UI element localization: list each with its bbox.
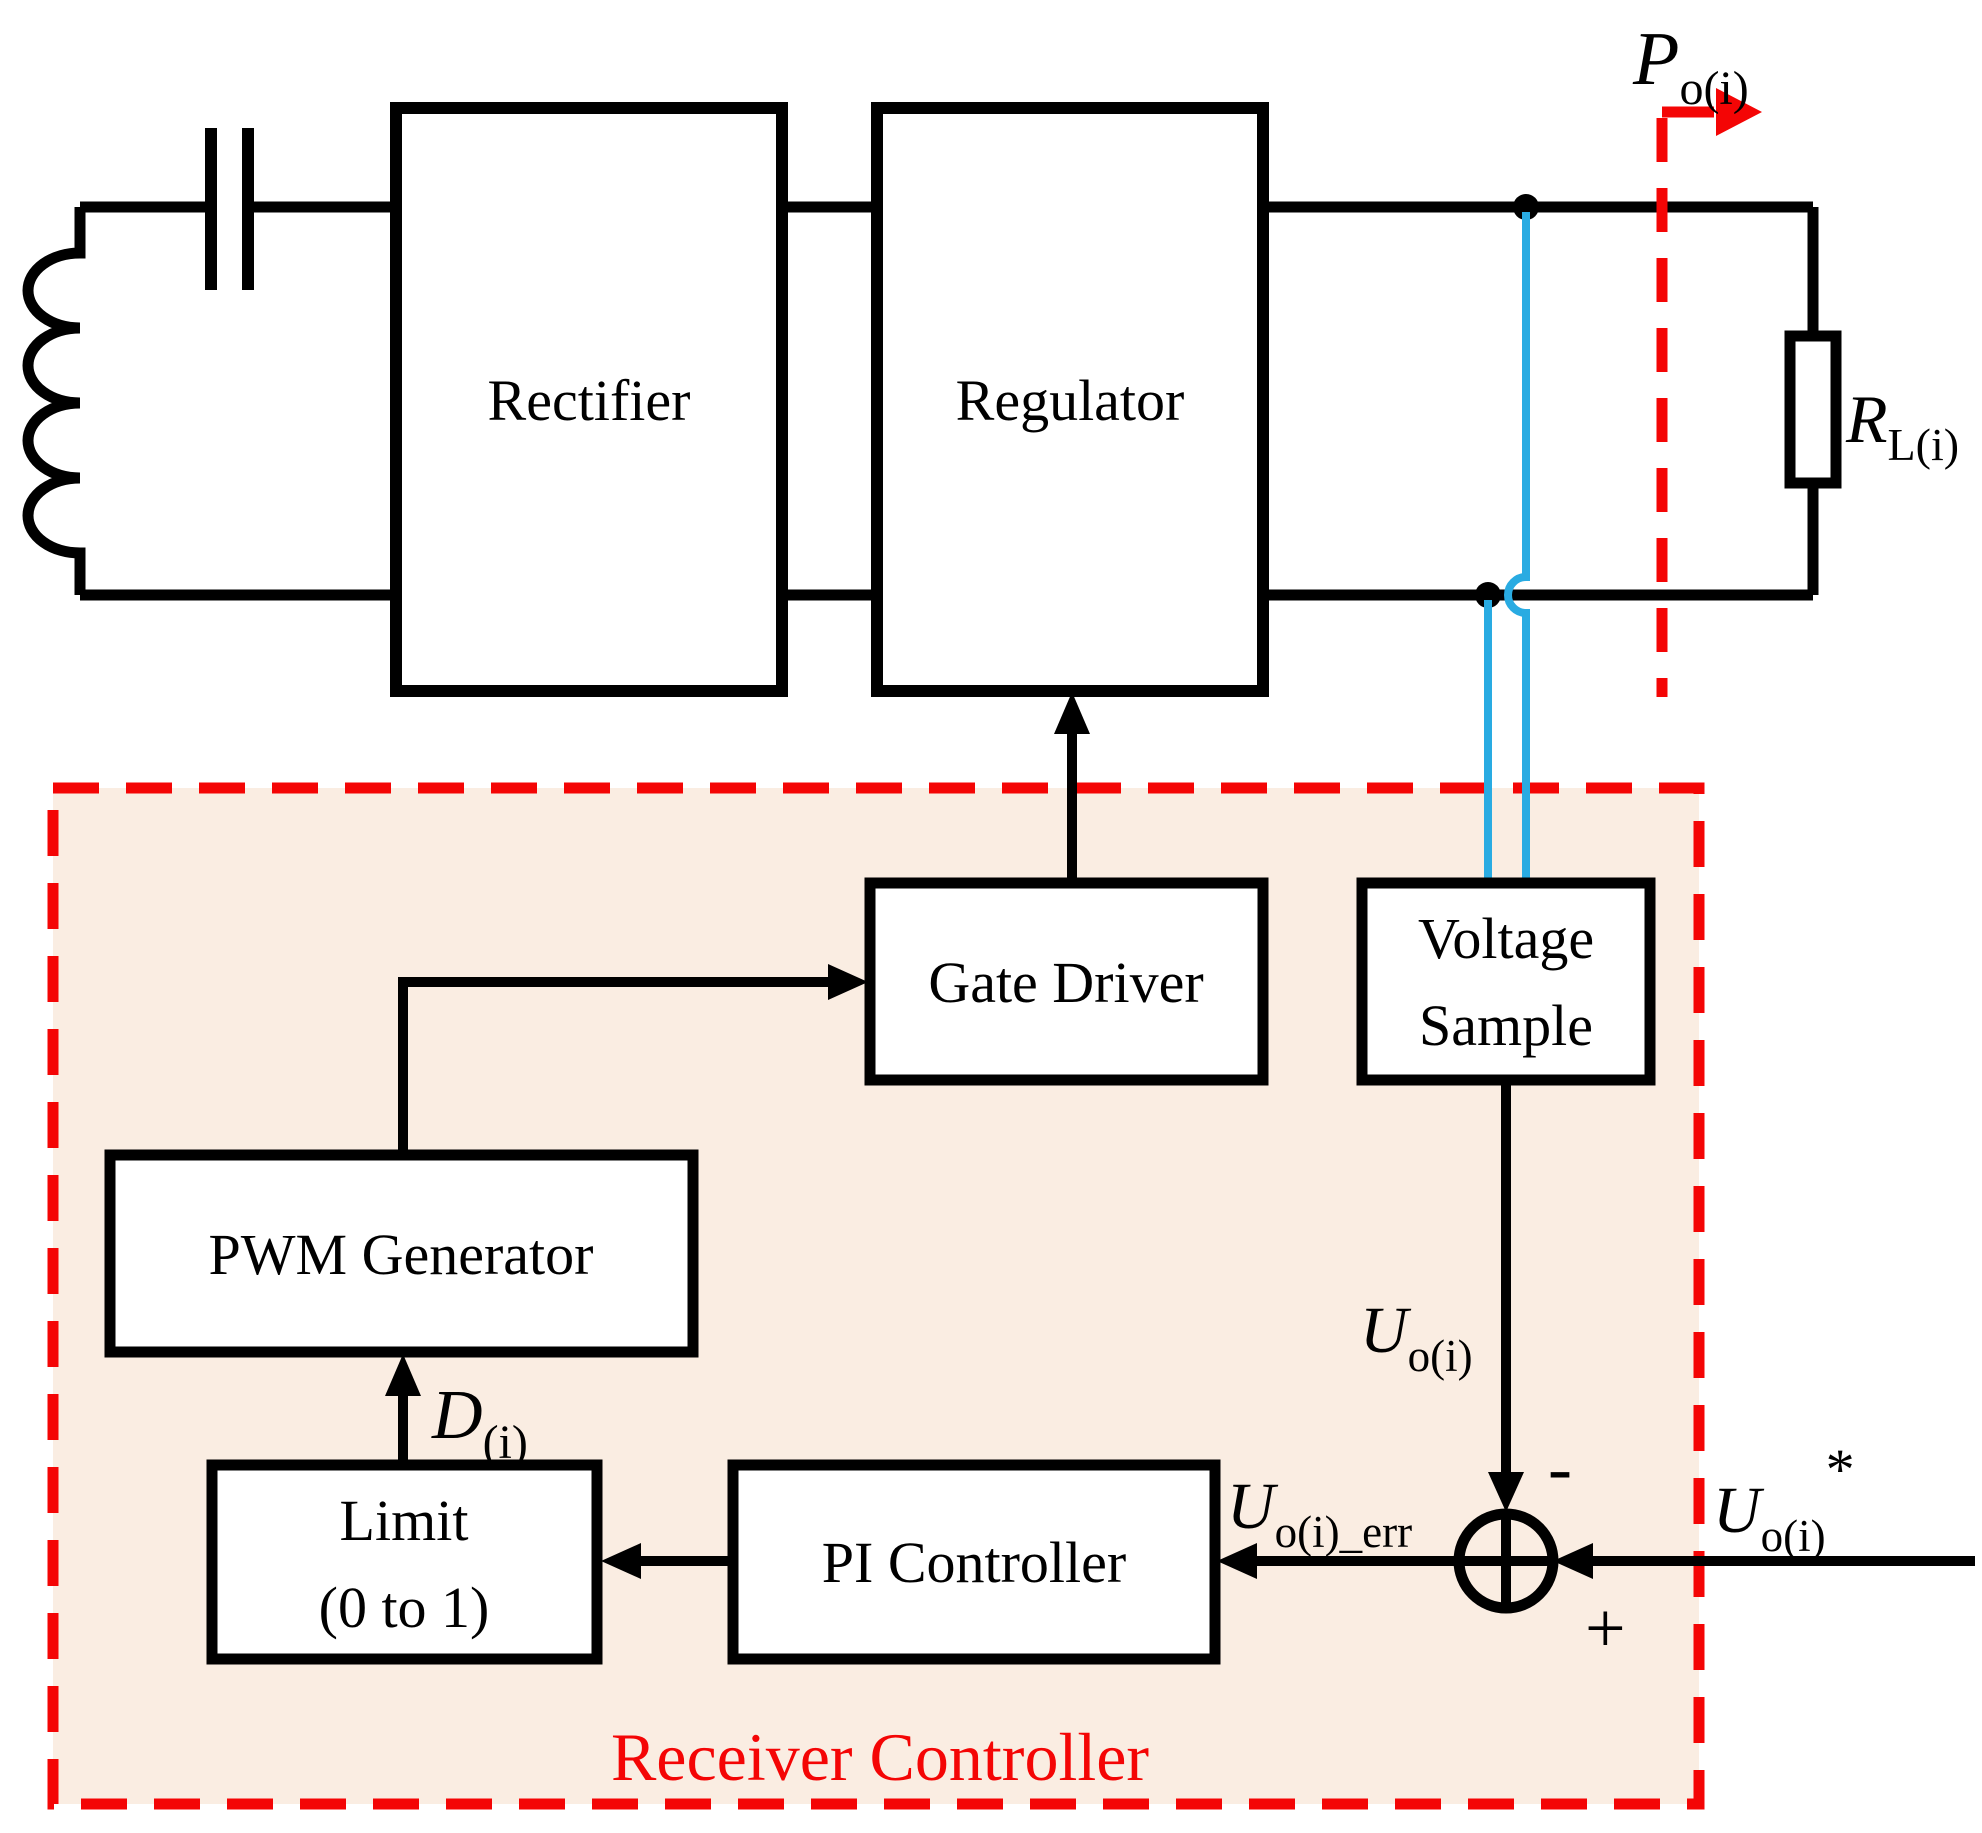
regulator-box (871, 102, 1269, 697)
reference-arrowhead-icon (1553, 1543, 1593, 1579)
limit-input-arrowhead-icon (601, 1543, 641, 1579)
series-capacitor (205, 128, 254, 290)
limit-label-line1: Limit (340, 1488, 469, 1553)
signal-wires (398, 728, 1975, 1566)
power-stage-blocks: Rectifier Regulator (390, 102, 1269, 697)
p-out-arrow-icon (1716, 88, 1762, 136)
error-arrowhead-icon (1217, 1543, 1257, 1579)
pi-controller-box (727, 1459, 1221, 1665)
voltage-sense-wires (1484, 212, 1530, 883)
controller-blocks: Gate Driver Voltage Sample PWM Generator… (104, 877, 1656, 1665)
duty-label: D(i) (431, 1377, 528, 1469)
p-out-label: Po(i) (1632, 17, 1749, 115)
limit-box (206, 1459, 603, 1665)
power-bus-wires (22, 201, 1819, 601)
minus-sign: - (1548, 1428, 1572, 1508)
u-out-label: Uo(i) (1360, 1294, 1473, 1381)
u-err-label: Uo(i)_err (1227, 1470, 1412, 1557)
output-node-bottom (1475, 582, 1501, 608)
gate-drive-arrowhead-icon (1054, 692, 1090, 734)
voltage-sample-box (1356, 877, 1656, 1086)
output-power-marker: Po(i) (1632, 17, 1762, 697)
sense-wire-from-top-node (1504, 212, 1530, 883)
u-ref-label: Uo(i)* (1713, 1437, 1855, 1561)
output-node-top (1513, 194, 1539, 220)
gate-driver-box (864, 877, 1269, 1086)
pwm-generator-label: PWM Generator (209, 1222, 594, 1287)
limit-label-line2: (0 to 1) (319, 1575, 490, 1640)
voltage-sample-label-line2: Sample (1419, 993, 1593, 1058)
regulator-label: Regulator (956, 368, 1185, 433)
receiver-controller-label: Receiver Controller (611, 1719, 1149, 1795)
gate-driver-input-arrowhead-icon (828, 964, 868, 1000)
duty-arrowhead-icon (385, 1354, 421, 1396)
load-resistor (1784, 330, 1842, 489)
signal-arrowheads (385, 692, 1593, 1579)
gate-driver-label: Gate Driver (928, 950, 1203, 1015)
pi-controller-label: PI Controller (822, 1530, 1126, 1595)
rectifier-label: Rectifier (488, 368, 691, 433)
inductor-coil (22, 207, 86, 595)
pwm-to-gate-driver-wire (398, 977, 832, 1155)
pwm-generator-box (104, 1149, 699, 1358)
feedback-arrowhead-icon (1488, 1472, 1524, 1512)
r-load-label: RL(i) (1845, 381, 1959, 470)
voltage-sample-label-line1: Voltage (1418, 906, 1594, 971)
summing-junction: - + (1453, 1428, 1626, 1668)
rectifier-box (390, 102, 788, 697)
plus-sign: + (1585, 1588, 1626, 1668)
